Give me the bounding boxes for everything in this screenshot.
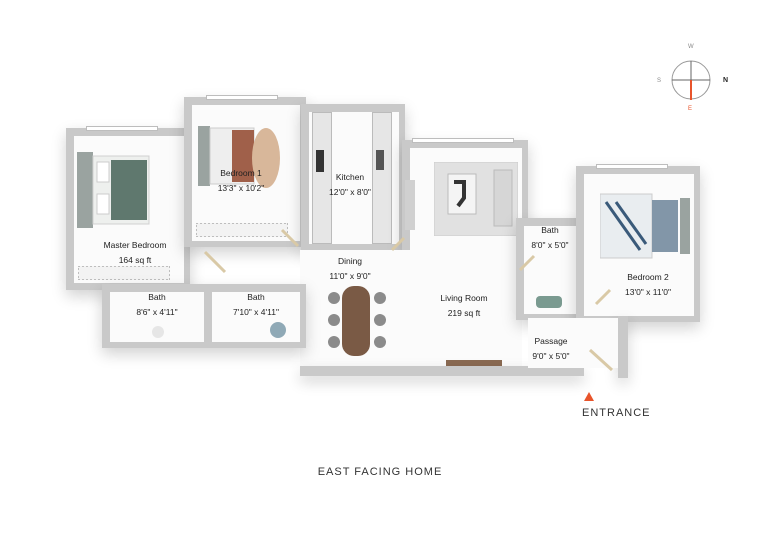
passage-wall — [618, 316, 628, 378]
bath2-floor — [212, 292, 300, 342]
compass-s: S — [657, 78, 661, 84]
bedroom1-bed — [198, 126, 280, 188]
bedroom2-label: Bedroom 2 13'0" x 11'0" — [625, 272, 671, 297]
bedroom2-bed — [600, 193, 690, 259]
passage-label: Passage 9'0" x 5'0" — [532, 336, 570, 361]
kitchen-counter-right — [372, 112, 392, 244]
window — [206, 95, 278, 100]
master-bed — [77, 152, 150, 228]
compass-n: N — [723, 77, 728, 84]
tv-unit — [446, 360, 502, 368]
sink — [376, 150, 384, 170]
compass-icon: W S N E — [657, 44, 728, 112]
bath1-wc — [152, 326, 164, 338]
window — [596, 164, 668, 169]
living-sofa-set — [434, 162, 518, 236]
master-bedroom-label: Master Bedroom 164 sq ft — [103, 240, 167, 265]
dining-living-floor — [300, 250, 522, 368]
bath2-basin — [270, 322, 286, 338]
kitchen-label: Kitchen 12'0" x 8'0" — [329, 172, 371, 197]
compass-e: E — [688, 106, 692, 112]
living-room-label: Living Room 219 sq ft — [440, 293, 488, 318]
bath1-label: Bath 8'6" x 4'11" — [136, 292, 178, 317]
bedroom1-wardrobe — [196, 223, 288, 237]
lower-wall — [300, 366, 584, 376]
dining-label: Dining 11'0" x 9'0" — [329, 256, 371, 281]
bedroom1-label: Bedroom 1 13'3" x 10'2" — [217, 168, 265, 193]
bath2-label: Bath 7'10" x 4'11" — [233, 292, 279, 317]
dining-table — [328, 286, 386, 356]
window — [86, 126, 158, 131]
compass-w: W — [688, 44, 694, 50]
kitchen-counter-left — [312, 112, 332, 244]
window — [412, 138, 514, 143]
master-wardrobe — [78, 266, 170, 280]
entrance-arrow-icon — [584, 392, 594, 401]
passage-floor — [528, 318, 618, 368]
stove — [316, 150, 324, 172]
bath-right-label: Bath 8'0" x 5'0" — [531, 225, 569, 250]
side-cabinet — [405, 180, 415, 230]
entrance-label: ENTRANCE — [582, 407, 651, 419]
bath-right-wc — [536, 296, 562, 308]
plan-caption: EAST FACING HOME — [317, 466, 443, 478]
